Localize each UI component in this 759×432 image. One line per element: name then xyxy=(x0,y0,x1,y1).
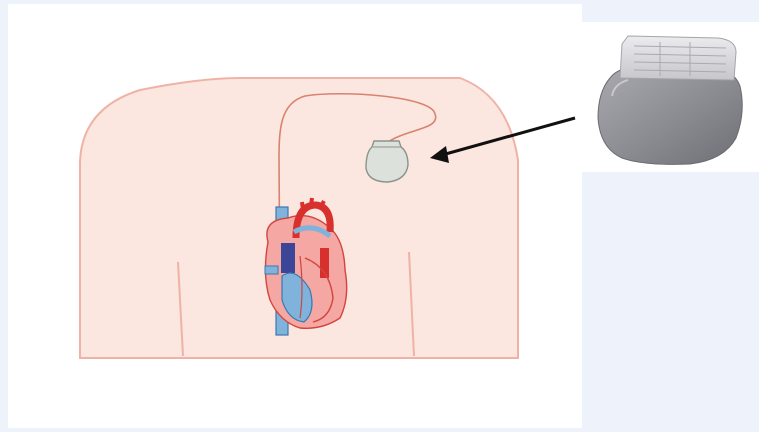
right-atrium xyxy=(281,243,295,273)
implanted-pacemaker xyxy=(366,141,408,182)
device-header xyxy=(620,36,736,80)
left-pulmonary-vessel xyxy=(265,266,278,274)
device-body xyxy=(598,68,742,164)
